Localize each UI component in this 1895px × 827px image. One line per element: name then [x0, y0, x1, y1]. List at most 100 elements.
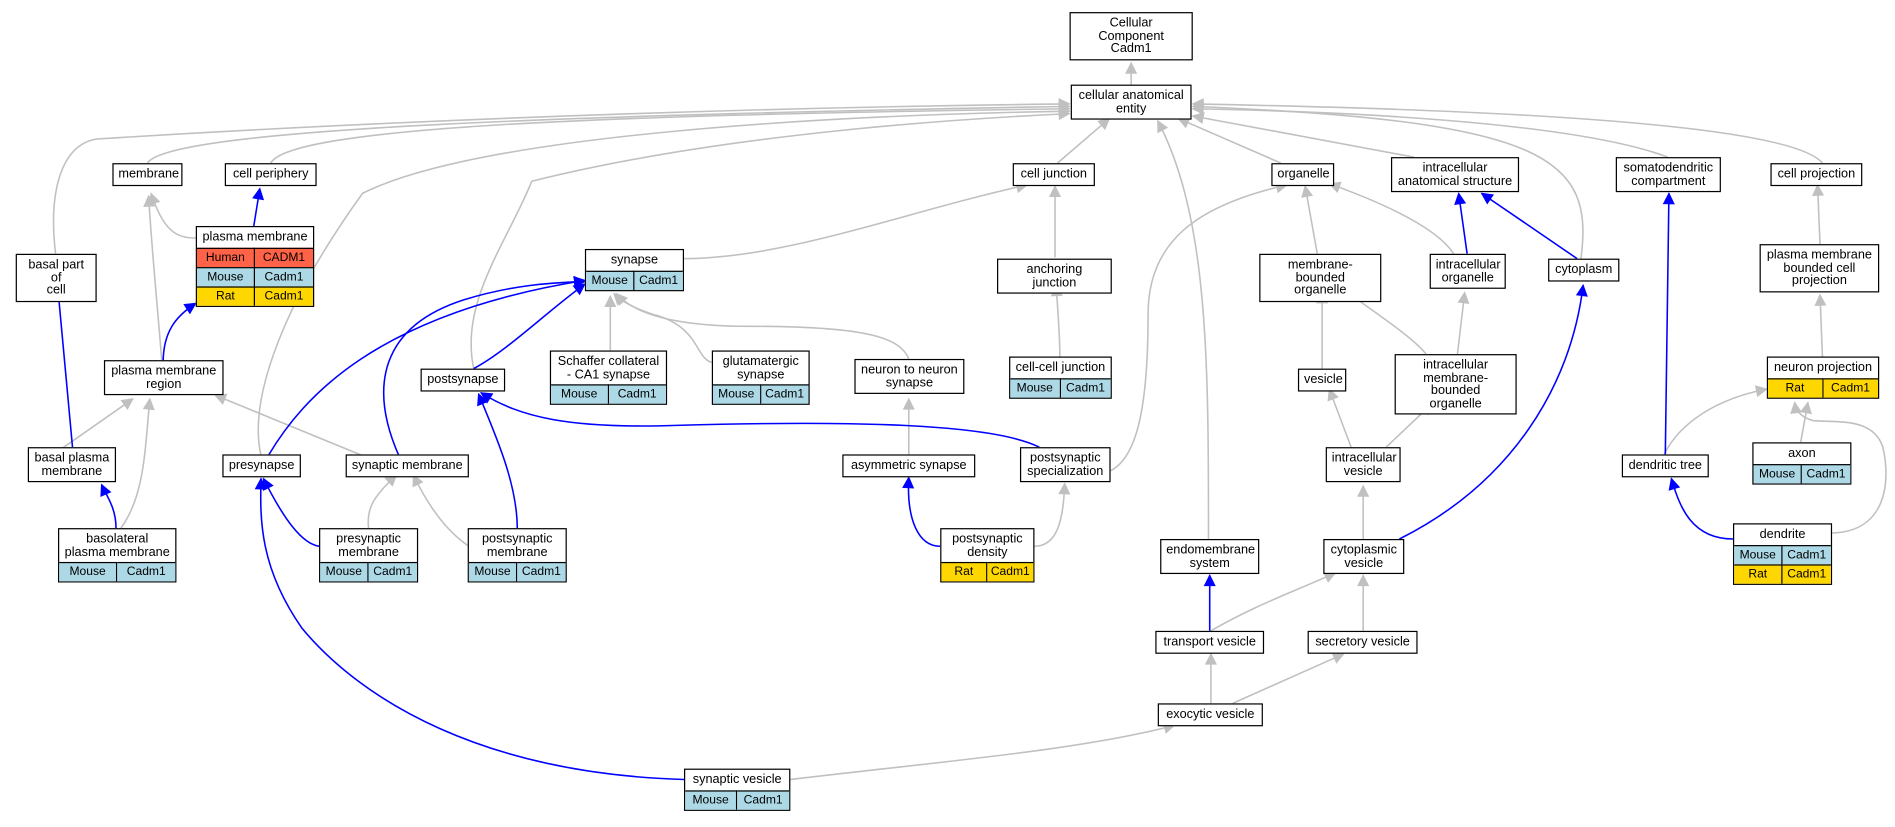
gene-cell: Cadm1	[987, 561, 1034, 582]
node-asymmetric-synapse[interactable]: asymmetric synapse	[842, 454, 976, 477]
node-label: intracellular organelle	[1435, 257, 1501, 285]
node-plasma-membrane-region[interactable]: plasma membrane region	[103, 360, 224, 396]
species-cell: Mouse	[59, 561, 118, 582]
edge-blpm-pmr	[120, 397, 155, 529]
species-cell: Rat	[196, 285, 255, 306]
species-cell: Rat	[1734, 563, 1783, 584]
node-label: intracellular membrane-bounded organelle	[1423, 357, 1489, 411]
edge-n2n-synapse	[615, 292, 910, 360]
edge-tv-cv	[1210, 571, 1337, 632]
node-plasma-membrane-bounded-cell-projection[interactable]: plasma membrane bounded cell projection	[1759, 244, 1880, 292]
node-cytoplasm[interactable]: cytoplasm	[1548, 258, 1620, 281]
node-label: membrane	[118, 166, 180, 182]
node-cell-projection[interactable]: cell projection	[1770, 163, 1863, 186]
edge-postsynmem-synmem	[412, 473, 470, 547]
node-cell-junction[interactable]: cell junction	[1012, 163, 1095, 186]
node-membrane-bounded-organelle[interactable]: membrane-bounded organelle	[1259, 253, 1382, 302]
node-label: presynapse	[228, 458, 295, 473]
node-membrane[interactable]: membrane	[112, 163, 183, 186]
node-cytoplasmic-vesicle[interactable]: cytoplasmic vesicle	[1323, 538, 1405, 575]
node-transport-vesicle[interactable]: transport vesicle	[1155, 630, 1265, 654]
species-cell: Mouse	[1753, 463, 1802, 483]
node-intracellular-membrane-bounded-organelle[interactable]: intracellular membrane-bounded organelle	[1394, 354, 1517, 415]
edge-membrane-cae	[146, 100, 1071, 164]
gene-cell: Cadm1	[117, 561, 176, 582]
edge-presyn-synapse	[267, 276, 587, 457]
node-synaptic-membrane[interactable]: synaptic membrane	[345, 454, 469, 477]
edge-pmr-membrane	[143, 194, 163, 363]
species-cell: Mouse	[1734, 544, 1783, 564]
species-cell: Rat	[1768, 377, 1824, 397]
node-secretory-vesicle[interactable]: secretory vesicle	[1307, 630, 1418, 654]
node-label: organelle	[1277, 166, 1330, 182]
node-neuron-to-neuron-synapse[interactable]: neuron to neuron synapse	[854, 358, 965, 394]
edge-iv-vesicle	[1327, 388, 1352, 448]
species-cell: Mouse	[1010, 377, 1061, 397]
node-label: axon	[1788, 445, 1816, 461]
node-label: postsynaptic specialization	[1027, 450, 1104, 478]
edge-ev-sv	[1232, 652, 1345, 705]
species-cell: Mouse	[320, 561, 369, 582]
edge-celljunction-cae	[1056, 117, 1111, 164]
edge-presynmem-presyn	[262, 477, 320, 548]
node-presynapse[interactable]: presynapse	[222, 454, 301, 477]
species-cell: Mouse	[468, 561, 518, 582]
node-root[interactable]: Cellular Component Cadm1	[1069, 12, 1193, 60]
node-basal-part-of-cell[interactable]: basal part of cell	[15, 253, 97, 302]
species-cell: Mouse	[551, 384, 609, 404]
species-cell: Mouse	[196, 266, 255, 286]
node-postsynaptic-specialization[interactable]: postsynaptic specialization	[1019, 447, 1111, 483]
gene-cell: Cadm1	[517, 561, 566, 582]
node-cell-periphery[interactable]: cell periphery	[224, 163, 317, 186]
node-intracellular-organelle[interactable]: intracellular organelle	[1429, 253, 1506, 289]
node-organelle[interactable]: organelle	[1271, 163, 1335, 186]
node-dendritic-tree[interactable]: dendritic tree	[1621, 454, 1709, 477]
edge-presyn-cae	[257, 105, 1071, 456]
edge-ccj-anchoring	[1050, 283, 1063, 357]
node-anchoring-junction[interactable]: anchoring junction	[997, 258, 1112, 294]
node-label: postsynaptic density	[952, 531, 1023, 559]
edge-dtree-somato	[1662, 192, 1675, 455]
node-label: cellular anatomical entity	[1078, 88, 1184, 116]
node-basal-plasma-membrane[interactable]: basal plasma membrane	[27, 447, 117, 483]
gene-cell: Cadm1	[737, 789, 790, 810]
node-vesicle[interactable]: vesicle	[1297, 368, 1347, 391]
node-postsynapse[interactable]: postsynapse	[420, 368, 506, 391]
gene-cell: CADM1	[254, 247, 314, 267]
edge-io-organelle	[1328, 181, 1455, 255]
gene-cell: Cadm1	[1060, 377, 1111, 397]
node-intracellular-anatomical-structure[interactable]: intracellular anatomical structure	[1390, 157, 1520, 193]
node-label: plasma membrane	[202, 229, 308, 245]
node-label: transport vesicle	[1163, 634, 1256, 649]
gene-cell: Cadm1	[634, 270, 683, 290]
node-label: endomembrane system	[1166, 542, 1256, 570]
node-endomembrane-system[interactable]: endomembrane system	[1160, 538, 1260, 575]
node-somatodendritic-compartment[interactable]: somatodendritic compartment	[1615, 157, 1721, 193]
node-label: exocytic vesicle	[1166, 706, 1255, 722]
edge-organelle-cae	[1177, 117, 1282, 164]
species-cell: Human	[196, 247, 255, 267]
edge-synapse-celljunction	[684, 181, 1029, 260]
node-intracellular-vesicle[interactable]: intracellular vesicle	[1325, 447, 1401, 483]
node-cellular-anatomical-entity[interactable]: cellular anatomical entity	[1070, 84, 1192, 120]
edge-pss-postsyn	[479, 392, 1040, 448]
edge-dtree-neuronproj	[1663, 385, 1769, 455]
edge-cv-cytoplasm	[1399, 284, 1588, 540]
node-exocytic-vesicle[interactable]: exocytic vesicle	[1157, 703, 1263, 726]
node-label: Schaffer collateral - CA1 synapse	[557, 354, 660, 382]
node-label: cell-cell junction	[1015, 360, 1106, 375]
